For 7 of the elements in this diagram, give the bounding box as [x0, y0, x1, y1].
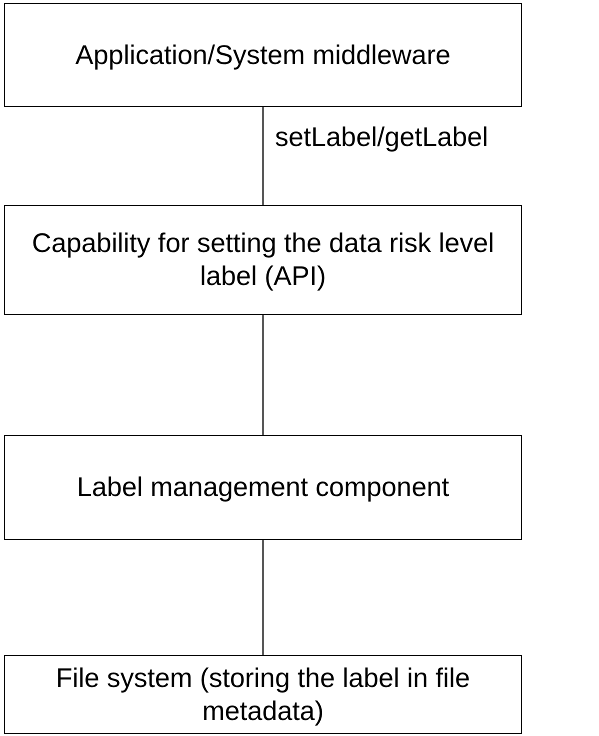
connector-line: [262, 315, 264, 435]
process-box: Label management component: [4, 435, 522, 540]
connector-line: [262, 540, 264, 655]
process-box: Capability for setting the data risk level label (API): [4, 205, 522, 315]
process-box: Application/System middleware: [4, 3, 522, 107]
process-box: File system (storing the label in file metadata): [4, 655, 522, 734]
connector-line: [262, 107, 264, 205]
